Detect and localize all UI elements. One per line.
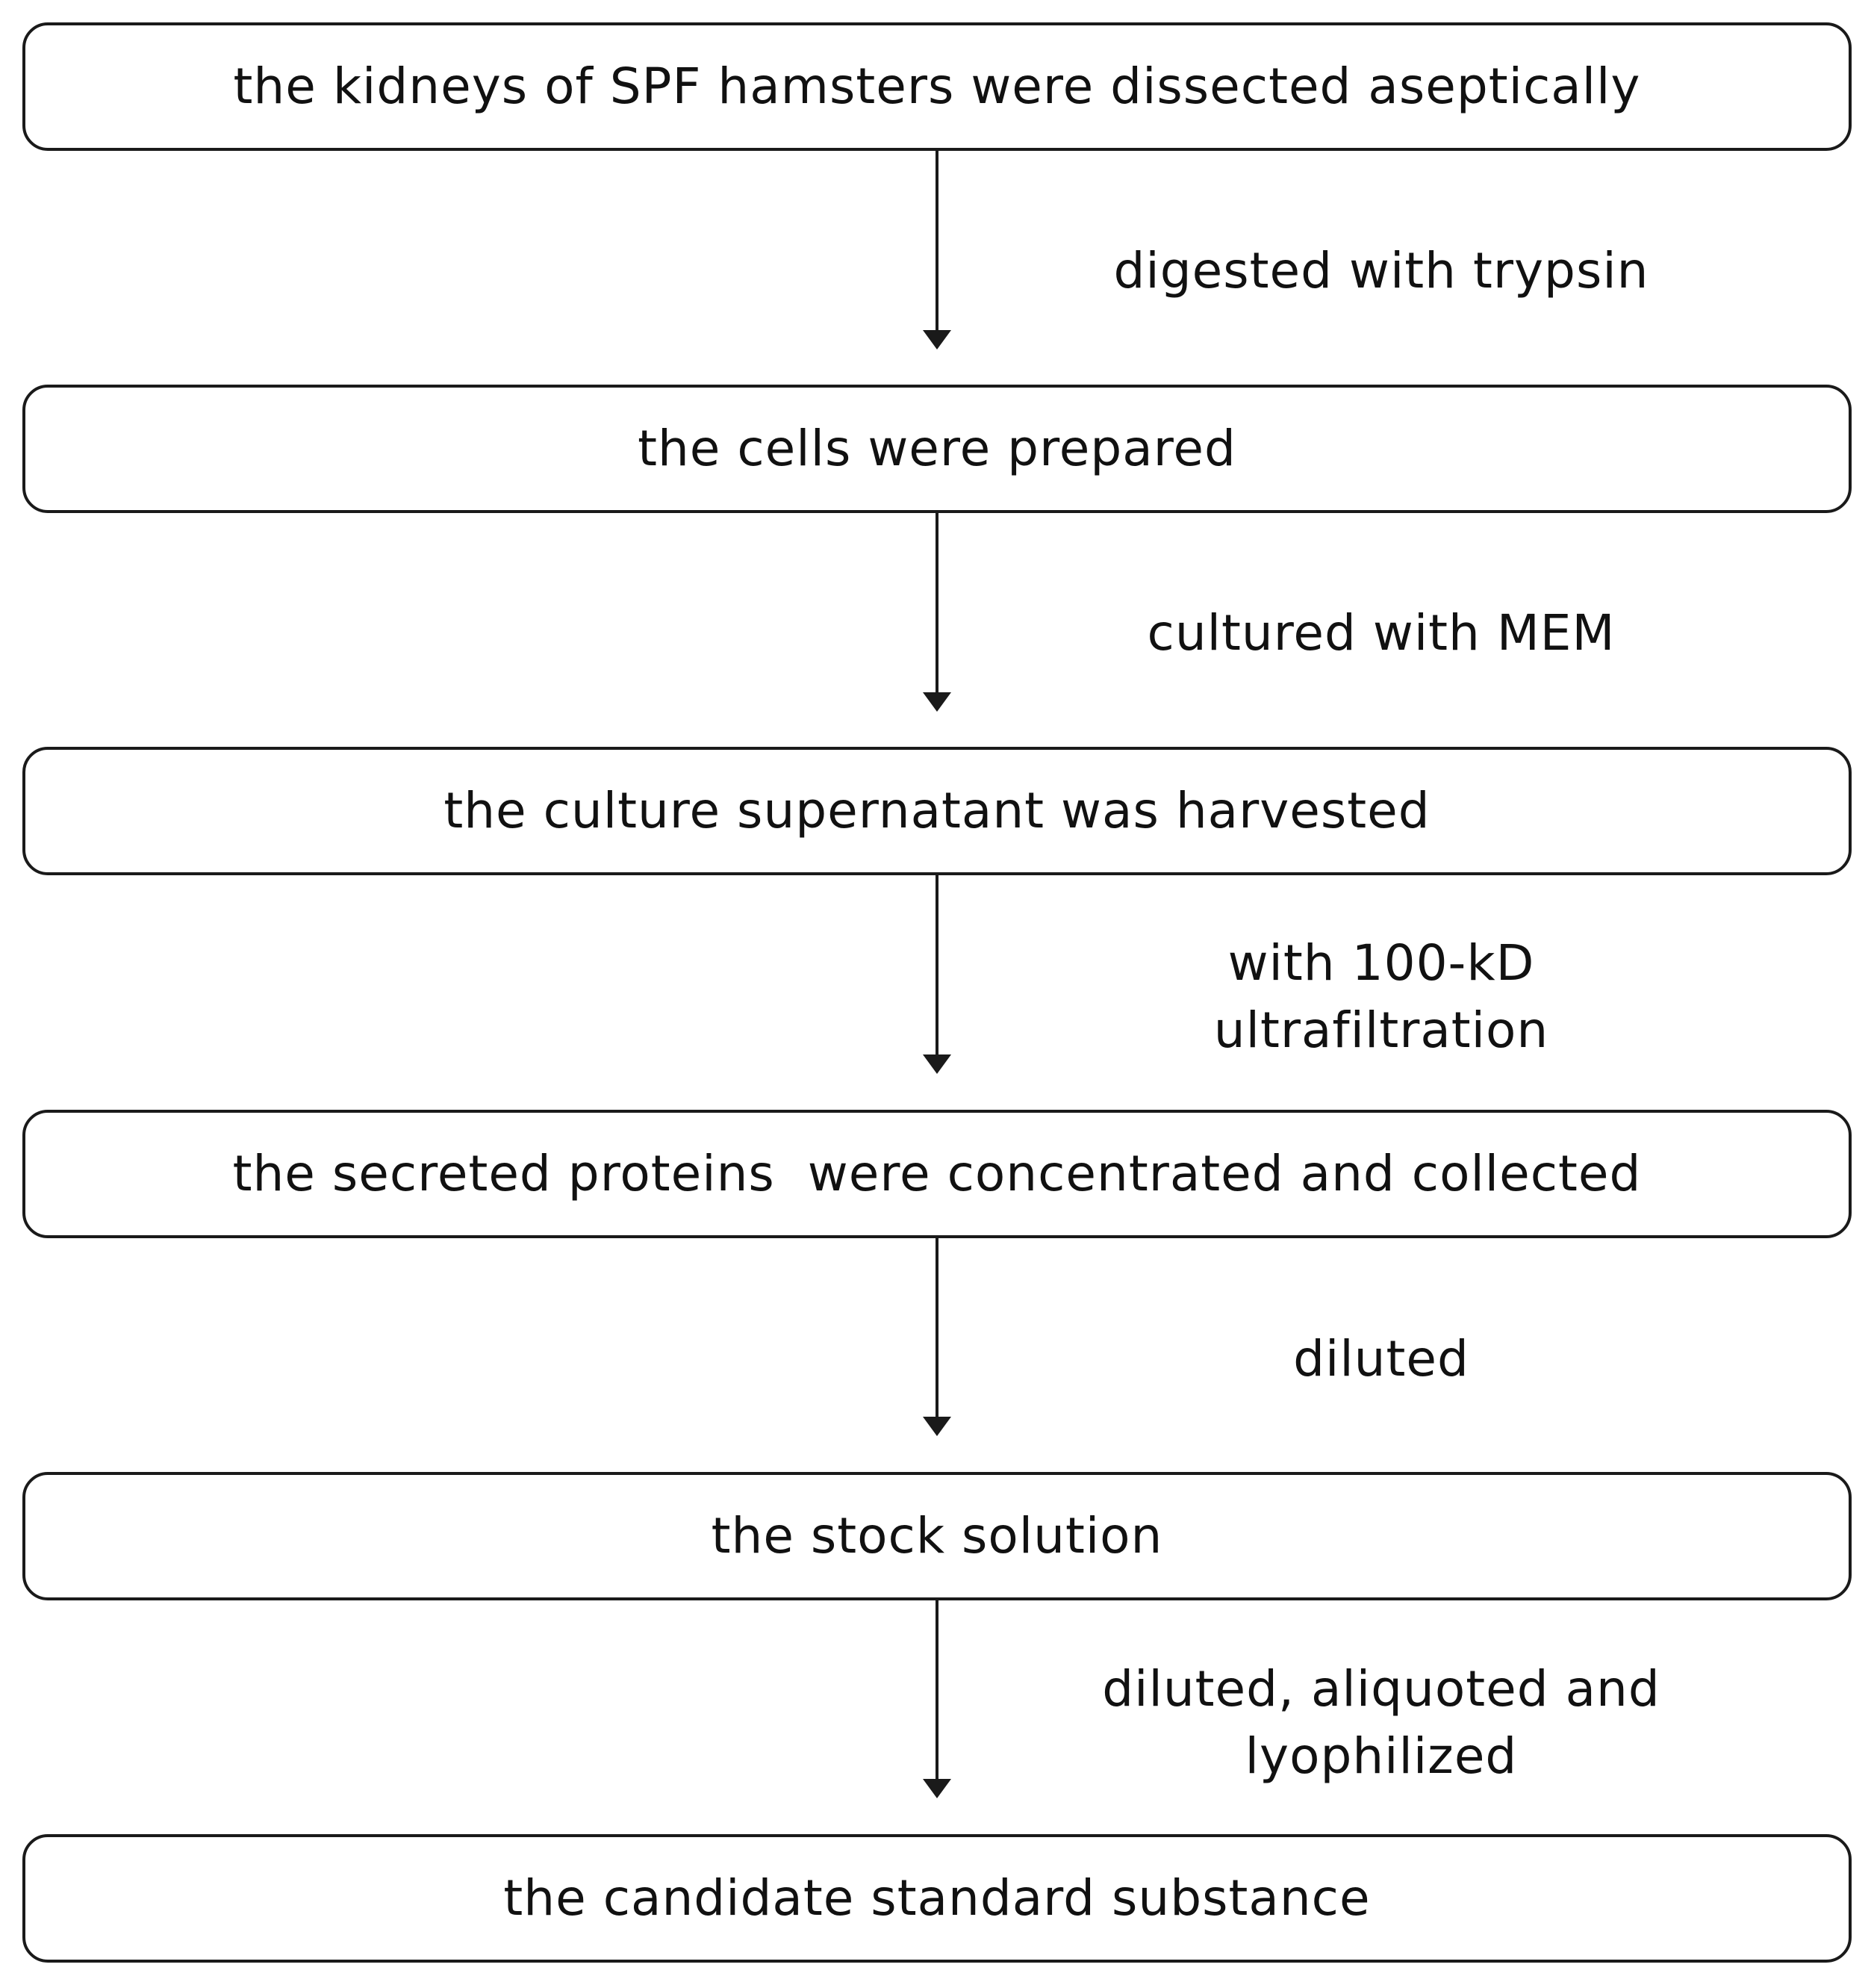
arrow-1-head [923, 330, 951, 350]
transition-line: lyophilized [1245, 1727, 1518, 1785]
step-box-proteins-concentrated: the secreted proteins were concentrated … [22, 1110, 1852, 1238]
step-box-supernatant-harvested: the culture supernatant was harvested [22, 747, 1852, 875]
step-label: the cells were prepared [638, 420, 1236, 477]
transition-line: with 100-kD [1227, 934, 1535, 992]
step-label: the kidneys of SPF hamsters were dissect… [233, 58, 1641, 115]
step-label: the culture supernatant was harvested [443, 782, 1431, 839]
transition-label-lyophilized: diluted, aliquoted and lyophilized [1038, 1656, 1725, 1790]
transition-label-mem: cultured with MEM [1038, 600, 1725, 667]
transition-line: digested with trypsin [1113, 242, 1649, 299]
transition-line: cultured with MEM [1147, 604, 1616, 662]
step-box-dissection: the kidneys of SPF hamsters were dissect… [22, 22, 1852, 151]
step-label: the secreted proteins were concentrated … [232, 1145, 1642, 1202]
arrow-4-head [923, 1417, 951, 1436]
transition-label-diluted: diluted [1038, 1326, 1725, 1393]
step-box-stock-solution: the stock solution [22, 1472, 1852, 1600]
transition-line: diluted [1293, 1330, 1469, 1388]
arrow-2-head [923, 692, 951, 712]
step-label: the candidate standard substance [503, 1869, 1371, 1927]
transition-line: diluted, aliquoted and [1102, 1660, 1660, 1718]
step-box-cells-prepared: the cells were prepared [22, 385, 1852, 513]
step-box-candidate-standard: the candidate standard substance [22, 1834, 1852, 1963]
arrow-3-head [923, 1054, 951, 1074]
step-label: the stock solution [711, 1507, 1163, 1565]
transition-label-ultrafiltration: with 100-kD ultrafiltration [1038, 930, 1725, 1064]
transition-label-trypsin: digested with trypsin [1038, 237, 1725, 305]
arrow-5-head [923, 1779, 951, 1798]
transition-line: ultrafiltration [1213, 1001, 1549, 1059]
